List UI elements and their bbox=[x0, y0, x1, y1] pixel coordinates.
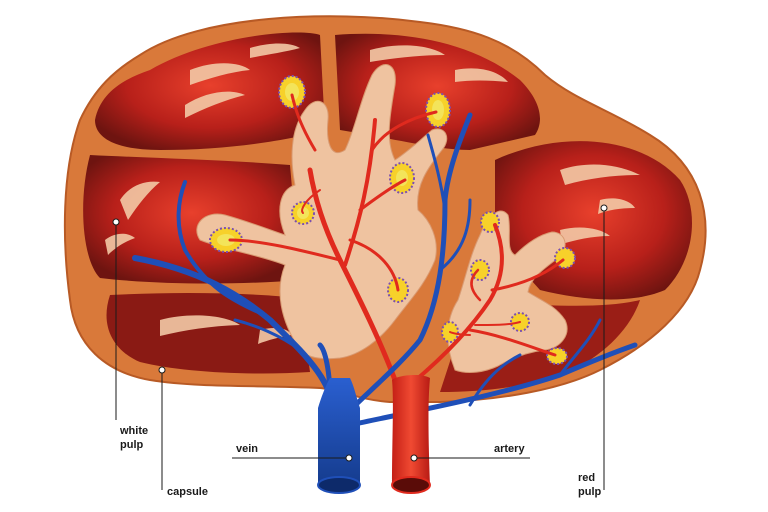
label-red-pulp-line1: red bbox=[578, 472, 595, 484]
artery-trunk bbox=[392, 374, 430, 492]
label-white-pulp-line1: white bbox=[119, 425, 148, 437]
vein-trunk bbox=[318, 378, 360, 491]
label-red-pulp-line2: pulp bbox=[578, 486, 601, 498]
label-capsule: capsule bbox=[167, 486, 208, 498]
vein-opening bbox=[317, 476, 361, 494]
label-artery: artery bbox=[494, 443, 525, 455]
trabeculae bbox=[105, 43, 640, 344]
leader-lines bbox=[112, 204, 608, 490]
artery-opening bbox=[391, 476, 431, 494]
label-white-pulp-line2: pulp bbox=[120, 439, 143, 451]
artery-branches bbox=[228, 93, 565, 387]
label-vein: vein bbox=[236, 443, 258, 455]
